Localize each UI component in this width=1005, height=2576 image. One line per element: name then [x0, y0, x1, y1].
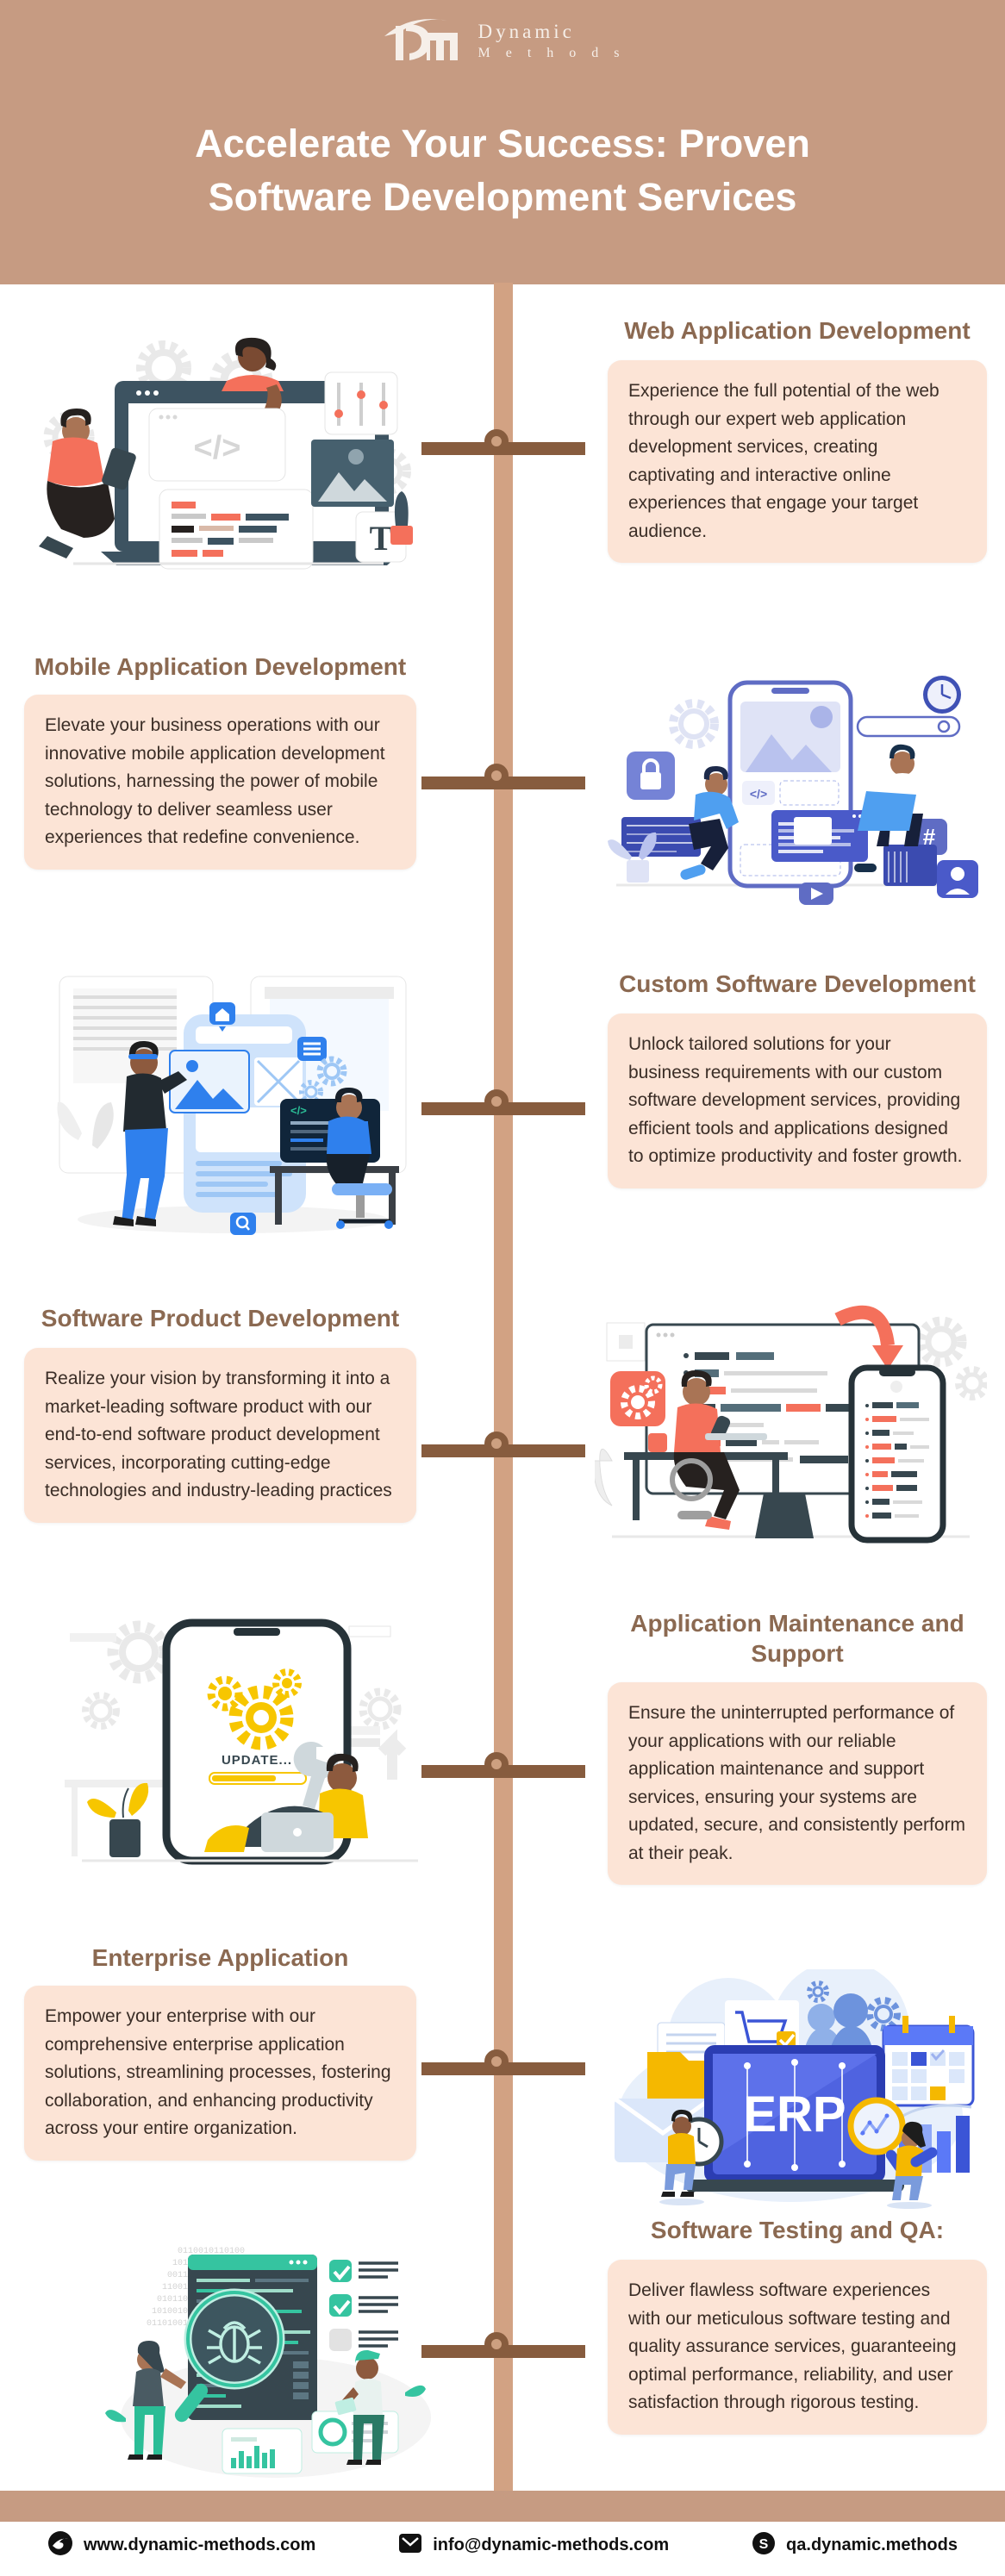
mobile-development-illustration: </> [599, 672, 987, 907]
bug-icon [207, 2321, 262, 2365]
globe-icon [47, 2530, 73, 2561]
section-card-testing: Deliver flawless software experiences wi… [608, 2260, 987, 2435]
page-title: Accelerate Your Success: Proven Software… [0, 117, 1005, 224]
footer-skype[interactable]: S qa.dynamic.methods [752, 2531, 958, 2560]
section-card-web: Experience the full potential of the web… [608, 360, 987, 564]
footer-website-text: www.dynamic-methods.com [84, 2535, 316, 2554]
erp-label: ERP [743, 2086, 846, 2143]
svg-text:#: # [923, 824, 936, 850]
section-card-maintenance: Ensure the uninterrupted performance of … [608, 1682, 987, 1886]
gear-icon [669, 699, 719, 749]
update-label: UPDATE... [222, 1753, 292, 1768]
section-title-maintenance: Application Maintenance and Support [630, 1610, 964, 1667]
header-band: Dynamic M e t h o d s Accelerate Your Su… [0, 0, 1005, 284]
svg-text:</>: </> [290, 1104, 307, 1117]
footer-email-text: info@dynamic-methods.com [433, 2535, 670, 2554]
brand-logo: Dynamic M e t h o d s [0, 12, 1005, 70]
svg-text:0110100110100: 0110100110100 [147, 2319, 214, 2329]
section-title-mobile: Mobile Application Development [34, 653, 407, 680]
skype-icon: S [752, 2531, 776, 2560]
section-title-testing: Software Testing and QA: [650, 2217, 945, 2243]
custom-software-illustration: </> [47, 961, 418, 1238]
maintenance-update-illustration: UPDATE... [65, 1607, 435, 1866]
erp-cloud-illustration: ERP [599, 1969, 987, 2219]
brand-line1: Dynamic [478, 21, 575, 42]
section-title-product: Software Product Development [41, 1305, 400, 1332]
web-development-illustration: </> T [22, 321, 414, 572]
svg-text:T: T [370, 519, 393, 558]
section-title-enterprise: Enterprise Application [91, 1944, 349, 1971]
svg-text:0110010110100: 0110010110100 [178, 2247, 245, 2256]
software-testing-illustration: 0110010110100 1010011010011 001101010011… [95, 2224, 457, 2482]
footer-website[interactable]: www.dynamic-methods.com [47, 2530, 315, 2561]
brand-monogram-icon [380, 12, 466, 70]
footer-band [0, 2491, 1005, 2522]
section-title-web: Web Application Development [624, 317, 971, 344]
footer-email[interactable]: info@dynamic-methods.com [398, 2531, 669, 2560]
section-card-custom: Unlock tailored solutions for your busin… [608, 1014, 987, 1188]
svg-text:S: S [759, 2537, 769, 2552]
section-card-product: Realize your vision by transforming it i… [24, 1348, 416, 1523]
brand-name: Dynamic M e t h o d s [478, 21, 626, 61]
page-title-line2: Software Development Services [208, 175, 797, 220]
section-title-custom: Custom Software Development [619, 970, 976, 997]
footer-contacts: www.dynamic-methods.com info@dynamic-met… [0, 2522, 1005, 2569]
section-card-mobile: Elevate your business operations with ou… [24, 695, 416, 870]
checkbox-icon [329, 2260, 398, 2351]
product-development-illustration [595, 1288, 987, 1547]
mail-icon [398, 2531, 422, 2560]
svg-text:</>: </> [750, 787, 767, 801]
timeline-line [494, 283, 513, 2491]
svg-text:1010010110010: 1010010110010 [152, 2307, 219, 2317]
svg-text:</>: </> [194, 430, 241, 466]
brand-line2: M e t h o d s [478, 46, 626, 60]
footer-skype-text: qa.dynamic.methods [786, 2535, 958, 2554]
gear-icon [915, 1316, 987, 1400]
section-card-enterprise: Empower your enterprise with our compreh… [24, 1986, 416, 2161]
page-title-line1: Accelerate Your Success: Proven [195, 122, 810, 165]
